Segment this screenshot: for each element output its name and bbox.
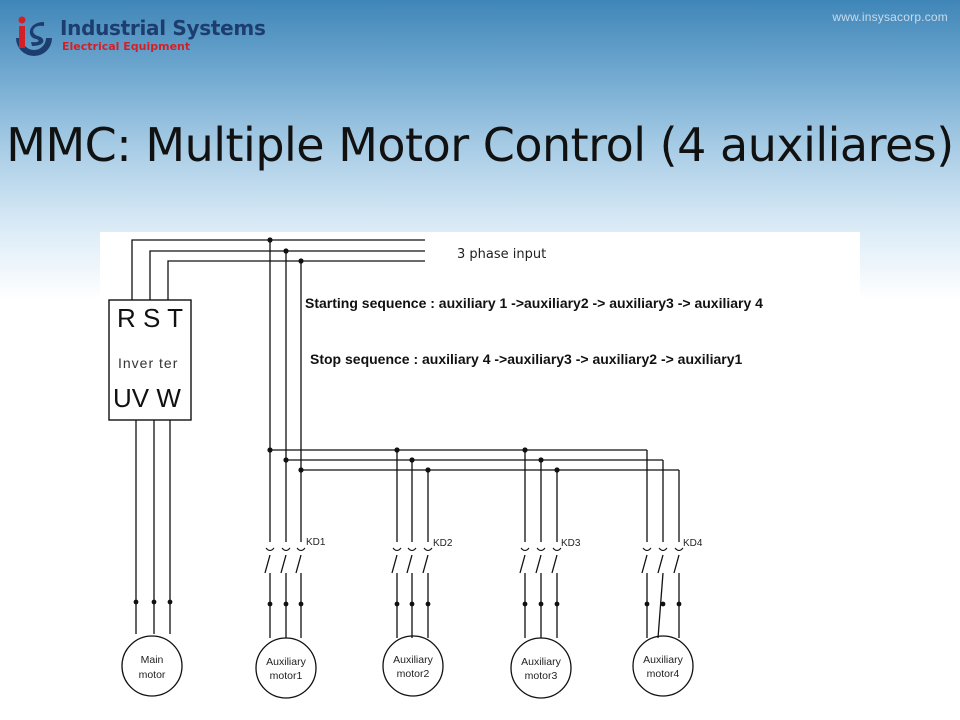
company-tagline: Electrical Equipment [62,40,191,53]
input-line-t [167,260,425,300]
aux-motor-4-label-2: motor4 [647,668,680,680]
input-label: 3 phase input [457,247,546,262]
main-motor-label-1: Main [141,654,164,666]
contactor-kd1: KD1 [306,537,326,548]
aux-motor-1-label-2: motor1 [270,670,303,682]
aux-motor-2-label-2: motor2 [397,668,430,680]
inverter-box [108,299,192,421]
input-line-r [131,239,425,300]
aux-motor-2-circle [382,635,444,697]
main-motor-circle [121,635,183,697]
inverter-output-terminals: UV W [113,383,181,413]
aux-motor-1-circle [255,637,317,699]
aux-motor-1-label-1: Auxiliary [266,656,306,668]
inverter-name: Inver ter [118,355,178,371]
circuit-diagram: 3 phase input Starting sequence : auxili… [100,232,860,710]
aux-motor-4-circle [632,635,694,697]
company-logo: Industrial Systems Electrical Equipment [14,14,266,60]
start-sequence: Starting sequence : auxiliary 1 ->auxili… [305,295,763,311]
company-name: Industrial Systems [60,16,266,40]
input-line-s [149,250,425,300]
website-url: www.insysacorp.com [832,10,948,24]
aux-motor-3-circle [510,637,572,699]
slide-title: MMC: Multiple Motor Control (4 auxiliare… [6,118,954,172]
junction-dots [133,237,682,607]
inverter-input-terminals: R S T [117,303,183,333]
aux-motor-4-label-1: Auxiliary [643,654,683,666]
main-motor-label-2: motor [139,669,166,681]
contactor-kd2: KD2 [433,538,453,549]
logo-mark-icon [16,16,52,56]
contactor-kd4: KD4 [683,538,703,549]
contactor-kd3: KD3 [561,538,581,549]
aux-motor-2-label-1: Auxiliary [393,654,433,666]
circuit-svg: 3 phase input Starting sequence : auxili… [108,237,763,699]
aux-motor-3-label-2: motor3 [525,670,558,682]
stop-sequence: Stop sequence : auxiliary 4 ->auxiliary3… [310,351,742,367]
aux-motor-3-label-1: Auxiliary [521,656,561,668]
